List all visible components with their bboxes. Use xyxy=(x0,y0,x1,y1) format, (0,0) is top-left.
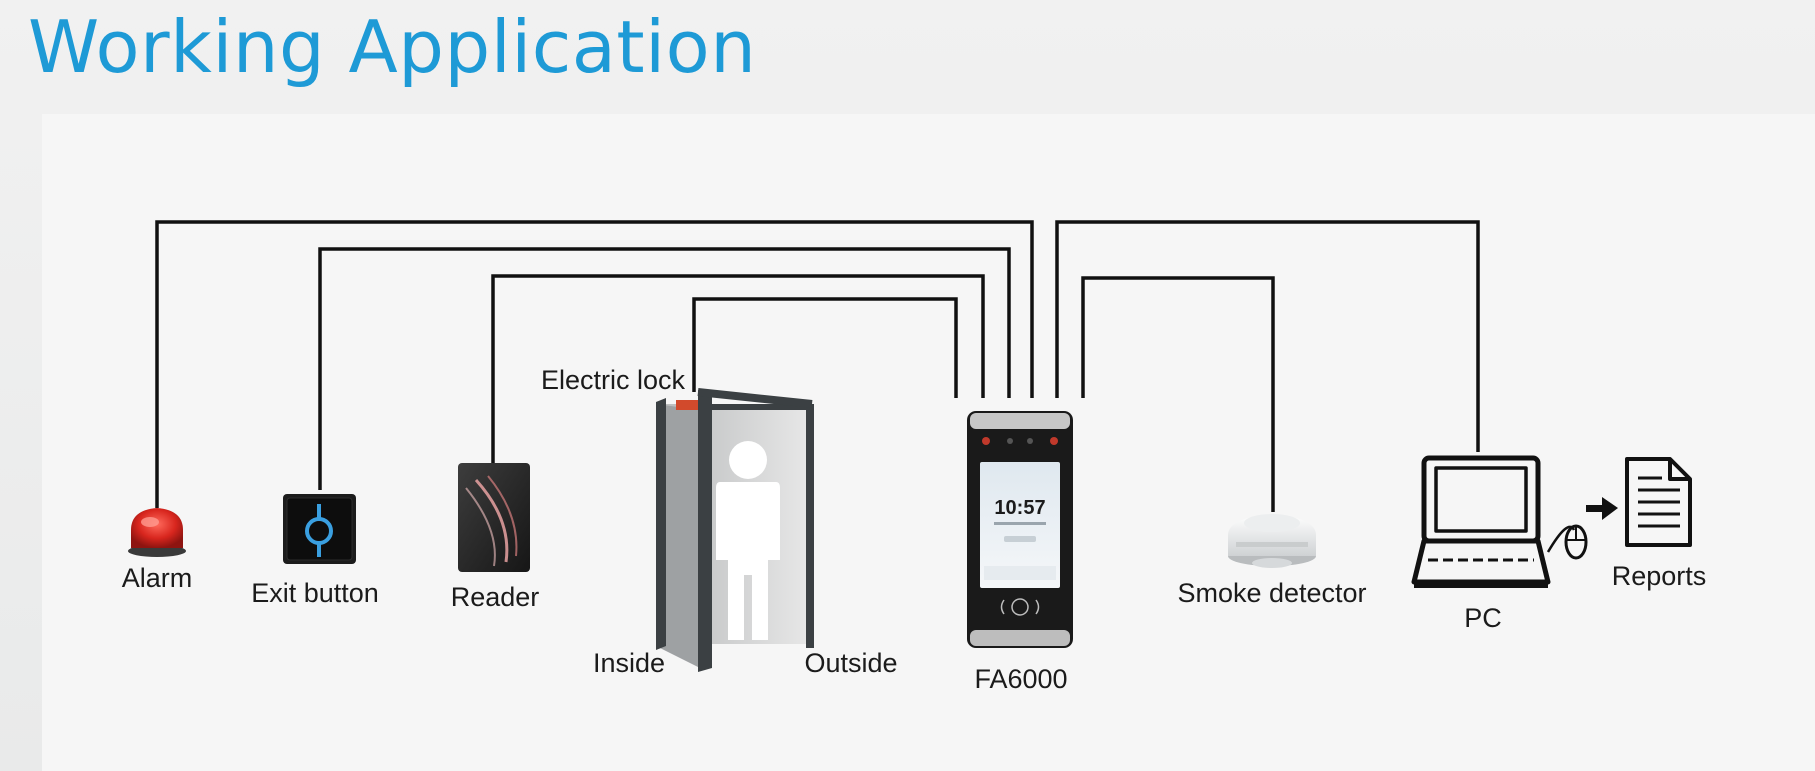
inside-label: Inside xyxy=(593,648,665,678)
alarm-icon xyxy=(128,508,186,557)
exit-button-icon xyxy=(283,494,356,564)
electric-lock-label: Electric lock xyxy=(541,365,686,395)
reports-document-icon xyxy=(1625,457,1692,547)
pc-label: PC xyxy=(1464,603,1502,633)
arrow-right-icon xyxy=(1586,497,1618,520)
fa6000-device-icon: 10:57 xyxy=(967,411,1073,648)
page-title: Working Application xyxy=(28,5,757,89)
fa6000-label: FA6000 xyxy=(974,664,1067,694)
wire-electric-lock xyxy=(692,297,958,398)
exit-button-label: Exit button xyxy=(251,578,379,608)
wire-reader xyxy=(491,274,985,463)
device-screen-time: 10:57 xyxy=(994,497,1045,519)
wire-smoke-detector xyxy=(1081,276,1275,512)
outside-label: Outside xyxy=(804,648,897,678)
pc-icon xyxy=(1411,455,1588,588)
reports-label: Reports xyxy=(1612,561,1707,591)
reader-icon xyxy=(458,463,530,572)
smoke-detector-label: Smoke detector xyxy=(1177,578,1366,608)
smoke-detector-icon xyxy=(1228,514,1316,568)
alarm-label: Alarm xyxy=(122,563,193,593)
wire-alarm xyxy=(155,220,1034,508)
person-icon xyxy=(716,441,780,640)
reader-label: Reader xyxy=(451,582,540,612)
wire-exit-button xyxy=(318,247,1011,490)
wire-pc xyxy=(1055,220,1480,452)
